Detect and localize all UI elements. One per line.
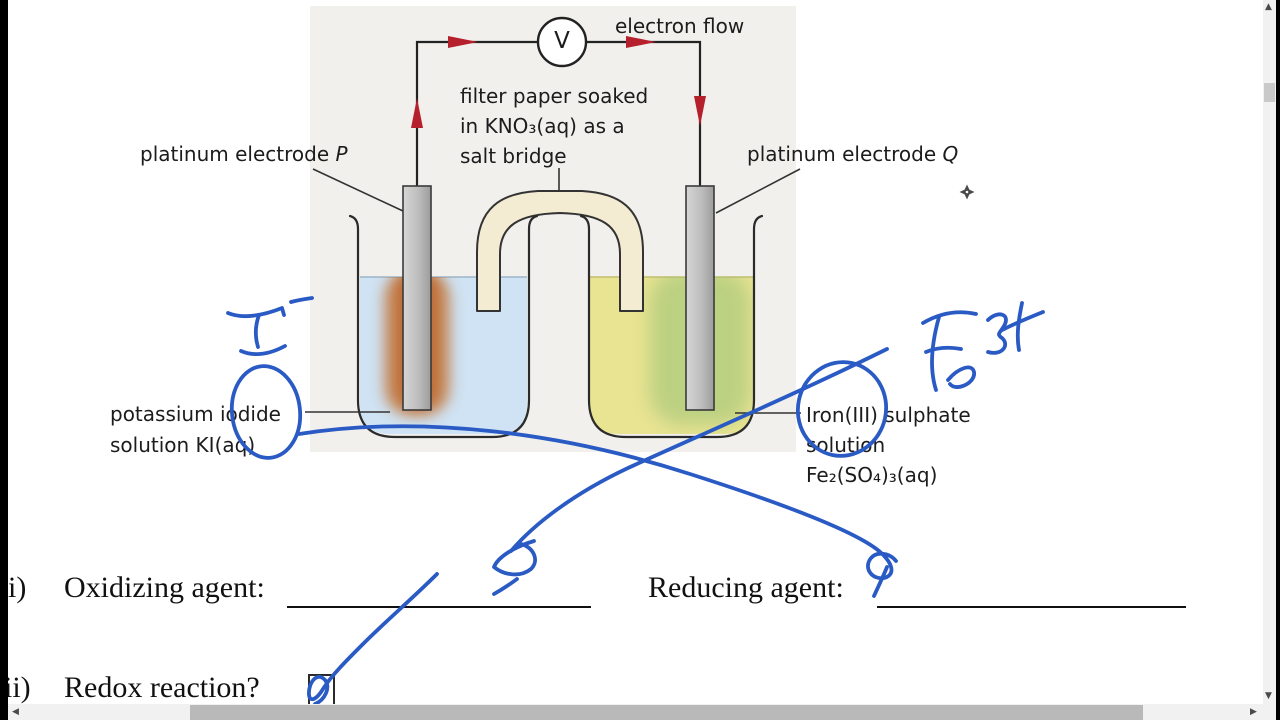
question1-number: i): [8, 571, 27, 604]
left-beaker-caption-line1: potassium iodide: [110, 402, 281, 426]
voltmeter: [536, 16, 588, 68]
right-beaker-caption-line2: solution: [806, 433, 886, 457]
salt-bridge-caption-line3: salt bridge: [460, 144, 567, 168]
salt-bridge-caption-line2: in KNO₃(aq) as a: [460, 114, 625, 138]
question2-number: ii): [4, 671, 31, 704]
redox-question-label: Redox reaction?: [64, 671, 260, 704]
right-black-bar: [1276, 0, 1280, 720]
vertical-scrollbar-track[interactable]: [1263, 0, 1276, 704]
scroll-down-icon[interactable]: ▼: [1265, 691, 1272, 701]
electrode-p: [402, 185, 432, 411]
electrode-q: [685, 185, 715, 411]
reducing-agent-label: Reducing agent:: [648, 571, 844, 604]
electron-flow-label: electron flow: [615, 14, 745, 38]
salt-bridge-caption-line1: filter paper soaked: [460, 84, 649, 108]
scroll-left-icon[interactable]: ◀: [12, 707, 19, 717]
vertical-scrollbar-thumb[interactable]: [1264, 83, 1275, 102]
pen-cursor-icon: [959, 184, 975, 200]
electrode-q-caption: platinum electrode Q: [747, 139, 958, 169]
redox-checkbox: [308, 674, 335, 708]
electrode-q-symbol: Q: [942, 142, 959, 166]
circuit-wire: [415, 40, 702, 186]
right-beaker-caption-line1: Iron(III) sulphate: [806, 403, 971, 427]
voltmeter-label: V: [554, 28, 570, 54]
oxidizing-agent-blank: [287, 606, 591, 608]
scroll-up-icon[interactable]: ▲: [1265, 2, 1272, 12]
electrode-q-caption-text: platinum electrode: [747, 142, 943, 166]
electron-flow-arrows: [411, 36, 706, 128]
salt-bridge-caption: filter paper soaked in KNO₃(aq) as a sal…: [460, 81, 648, 171]
reducing-agent-blank: [877, 606, 1186, 608]
electrode-p-caption: platinum electrode P: [140, 139, 348, 169]
right-beaker-caption: Iron(III) sulphate solution Fe₂(SO₄)₃(aq…: [806, 400, 971, 490]
right-beaker-caption-line3: Fe₂(SO₄)₃(aq): [806, 463, 938, 487]
electrode-p-symbol: P: [335, 142, 348, 166]
electrode-p-caption-text: platinum electrode: [140, 142, 336, 166]
scroll-right-icon[interactable]: ▶: [1250, 707, 1257, 717]
left-beaker-caption-line2: solution KI(aq): [110, 433, 256, 457]
left-beaker-caption: potassium iodide solution KI(aq): [110, 399, 281, 461]
horizontal-scrollbar-thumb[interactable]: [190, 705, 1143, 720]
salt-bridge-tube: [476, 190, 644, 312]
left-black-bar: [0, 0, 8, 720]
oxidizing-agent-label: Oxidizing agent:: [64, 571, 265, 604]
